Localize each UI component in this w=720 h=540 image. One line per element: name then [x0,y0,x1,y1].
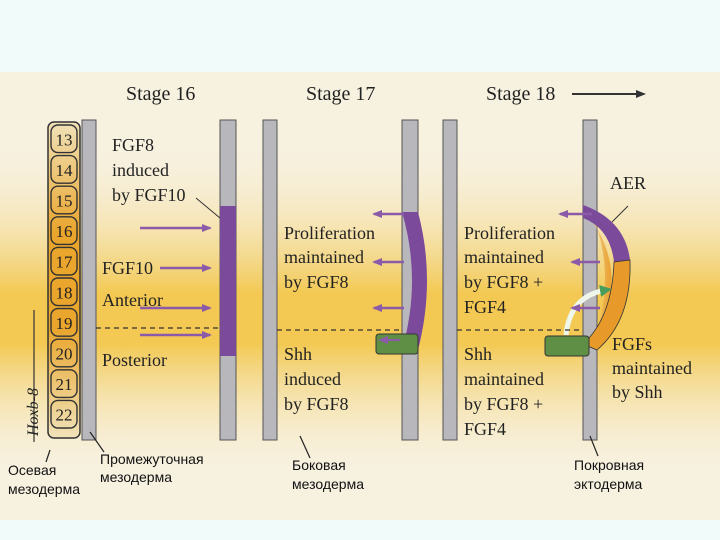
fgf8-induced-line-2: induced [112,160,169,180]
somite-number: 14 [56,161,74,180]
somite-box [50,307,78,337]
somite-number: 16 [56,222,73,241]
somite-box [50,277,78,307]
s17-prolif-line-3: by FGF8 [284,272,349,292]
fgf8-induced-line-1: FGF8 [112,135,154,155]
somite-number: 22 [56,406,73,425]
caption-lateral-2: мезодерма [292,476,364,492]
stage16-labels: FGF8 induced by FGF10 FGF10 Anterior Pos… [102,135,186,370]
caption-lateral-1: Боковая [292,457,346,473]
stage17-labels: Proliferation maintained by FGF8 Shh ind… [284,223,375,414]
captions: Осевая мезодерма Промежуточная мезодерма… [8,451,644,497]
somite-number: 19 [56,314,73,333]
stage18-labels: AER Proliferation maintained by FGF8 + F… [464,173,692,439]
somite-number: 17 [56,253,74,272]
somite-box [50,246,78,276]
caption-axial-2: мезодерма [8,481,80,497]
s18-shh-line-1: Shh [464,344,492,364]
stage-16-title: Stage 16 [126,83,195,105]
s18-prolif-line-4: FGF4 [464,297,506,317]
s18-shh-line-4: FGF4 [464,419,506,439]
posterior-label: Posterior [102,350,167,370]
stage16-fgf8-zone [220,206,236,356]
caption-ectoderm-2: эктодерма [574,476,643,492]
somite-box [50,185,78,215]
somite-number: 20 [56,345,73,364]
fgfs-line-2: maintained [612,358,692,378]
somite-box [50,338,78,368]
aer-label: AER [610,173,646,193]
somite-box [50,216,78,246]
stage17-fgf8-bulge [402,212,427,350]
intermediate-pointer [89,431,105,453]
stage18-shh-zone [544,335,590,357]
ectoderm-pointer [589,435,599,457]
lateral-pointer [299,435,311,459]
stage18-axial-strip [442,119,458,441]
caption-intermediate-2: мезодерма [100,469,172,485]
stage16-axial-strip [81,119,97,441]
s18-shh-line-3: by FGF8 + [464,394,543,414]
caption-ectoderm-1: Покровная [574,457,644,473]
stage17-shh-zone [375,333,419,355]
s17-shh-line-3: by FGF8 [284,394,349,414]
s17-prolif-line-1: Proliferation [284,223,375,243]
somite-box [50,399,78,429]
somite-number: 21 [56,375,73,394]
fgfs-line-3: by Shh [612,382,663,402]
somite-box [50,124,78,154]
s17-shh-line-2: induced [284,369,341,389]
aer-pointer [611,205,629,223]
stage-18-title: Stage 18 [486,83,555,105]
somite-box [50,154,78,184]
caption-axial-1: Осевая [8,462,56,478]
s18-prolif-line-3: by FGF8 + [464,272,543,292]
s18-prolif-line-2: maintained [464,247,544,267]
stage-17-title: Stage 17 [306,83,375,105]
caption-intermediate-1: Промежуточная [100,451,204,467]
stage17-axial-strip [262,119,278,441]
anterior-label: Anterior [102,290,163,310]
somite-number: 15 [56,192,73,211]
s18-prolif-line-1: Proliferation [464,223,555,243]
s18-shh-line-2: maintained [464,369,544,389]
stage18-lateral-strip [582,119,598,441]
somite-number: 13 [56,130,73,149]
gradient-band [0,140,720,480]
somite-box [50,369,78,399]
axial-pointer [45,449,51,463]
s17-prolif-line-2: maintained [284,247,364,267]
fgf8-pointer [195,197,221,219]
hox-label: Hoxb-8 [25,388,42,437]
fgf10-label: FGF10 [102,258,153,278]
stage18-aer-fgf8 [583,205,630,262]
s17-shh-line-1: Shh [284,344,312,364]
somite-column: 13 14 15 16 17 18 19 20 21 22 [47,121,81,439]
somite-number: 18 [56,283,73,302]
fgfs-line-1: FGFs [612,334,652,354]
fgf8-induced-line-3: by FGF10 [112,185,186,205]
